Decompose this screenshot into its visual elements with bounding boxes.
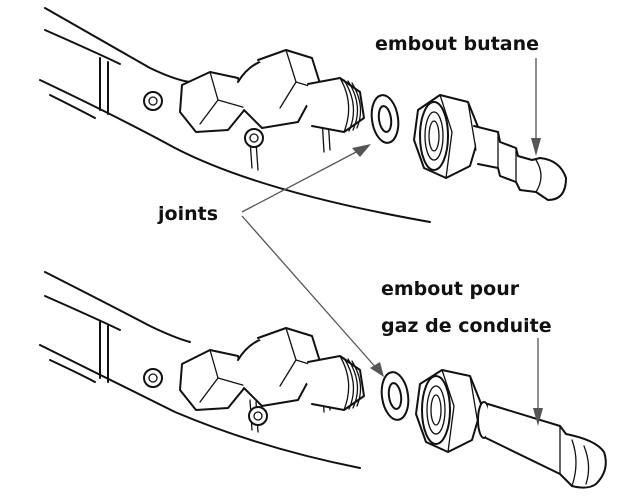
label-joints: joints <box>157 203 218 225</box>
top-screw-left <box>143 91 163 111</box>
bottom-assembly <box>39 271 607 489</box>
top-butane-nozzle <box>473 125 567 201</box>
top-joint-ring <box>370 94 400 144</box>
label-gaz-de-conduite: gaz de conduite <box>381 315 552 337</box>
bottom-elbow-fitting <box>179 327 365 411</box>
leader-joints-top <box>241 144 371 213</box>
bottom-screw-left <box>143 368 163 388</box>
leader-embout-pour <box>533 338 543 426</box>
leader-joints-bottom <box>241 215 384 377</box>
top-screw-right <box>244 128 264 148</box>
bottom-town-gas-nozzle <box>485 403 607 489</box>
top-nut <box>413 94 481 179</box>
bottom-joint-ring <box>380 371 410 421</box>
leader-embout-butane <box>531 58 541 156</box>
label-embout-pour: embout pour <box>381 278 520 300</box>
bottom-screw-right <box>248 406 268 426</box>
top-appliance-panel <box>39 7 431 223</box>
label-embout-butane: embout butane <box>375 33 539 55</box>
bottom-appliance-panel <box>39 271 361 469</box>
top-elbow-fitting <box>179 49 365 133</box>
bottom-nut <box>415 369 491 453</box>
top-assembly <box>39 7 567 223</box>
